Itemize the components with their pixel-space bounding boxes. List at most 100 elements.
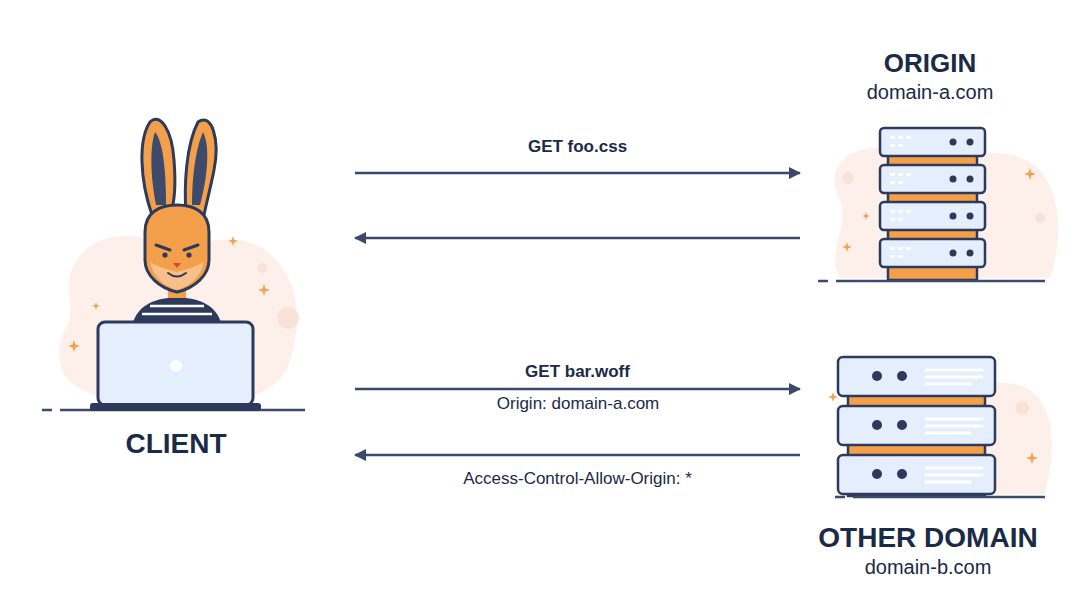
origin-server-part-part <box>898 247 903 250</box>
background-dot-part <box>277 307 299 329</box>
sparkle-part <box>92 302 100 310</box>
background-dot-part <box>1015 401 1029 415</box>
origin-server-part-part <box>906 136 911 139</box>
origin-server-part-part <box>906 210 911 213</box>
origin-server-part-part <box>950 139 957 146</box>
other-server <box>835 357 1045 497</box>
client-figure-part <box>173 263 181 268</box>
client-node: CLIENT <box>40 110 355 470</box>
response-arrow <box>355 454 800 457</box>
header-note: Origin: domain-a.com <box>494 394 663 414</box>
origin-server-part-part <box>890 210 895 213</box>
background-dot-part <box>842 172 854 184</box>
origin-server-part-part <box>890 181 895 184</box>
client-figure-part <box>168 273 186 277</box>
other-server-part-part <box>872 371 882 381</box>
sparkle-part <box>1024 168 1036 180</box>
response-arrow <box>355 237 800 240</box>
origin-server-part-part <box>898 181 903 184</box>
sparkle-part <box>68 340 80 352</box>
sparkle-part <box>842 242 852 252</box>
other-server-part <box>926 370 982 482</box>
client-figure-part <box>142 119 175 215</box>
client-figure-part <box>142 313 212 316</box>
origin-server-part-part <box>967 139 974 146</box>
sparkle-part <box>258 284 270 296</box>
other-server-part-part <box>872 420 882 430</box>
sparkle-part <box>1026 452 1038 464</box>
origin-server-part-part <box>890 144 895 147</box>
origin-server-part-part <box>898 136 903 139</box>
server-node: ORIGINdomain-a.com <box>800 45 1060 285</box>
origin-server-part <box>818 280 1045 283</box>
origin-server-part-part <box>906 173 911 176</box>
origin-server-part-part <box>898 144 903 147</box>
background-blob-part <box>835 147 1059 278</box>
other-server-part <box>872 371 907 479</box>
origin-server-part <box>880 165 985 193</box>
node-title: ORIGIN <box>884 48 976 79</box>
origin-server-part-part <box>898 173 903 176</box>
client-figure-part <box>150 305 204 308</box>
client-figure-part <box>98 322 253 405</box>
client-figure-part <box>145 205 209 292</box>
client-figure-part <box>170 360 182 372</box>
client-figure-part <box>185 120 216 215</box>
client-figure-part <box>162 252 167 257</box>
request-arrow <box>355 388 800 391</box>
origin-server-part-part <box>898 210 903 213</box>
origin-server-part-part <box>890 136 895 139</box>
origin-server-part <box>880 128 985 156</box>
background-dot-part <box>257 263 267 273</box>
origin-server-part <box>950 139 974 257</box>
node-title: OTHER DOMAIN <box>818 521 1037 555</box>
server-node: OTHER DOMAINdomain-b.com <box>800 350 1056 590</box>
client-figure-part <box>150 262 204 290</box>
client-figure-part <box>192 132 207 205</box>
client-figure-part <box>156 245 198 250</box>
domain-name: domain-a.com <box>867 80 994 104</box>
domain-name: domain-b.com <box>865 555 992 579</box>
other-server-part-part <box>872 469 882 479</box>
edge-label: GET bar.woff <box>522 362 633 382</box>
origin-server <box>818 128 1045 281</box>
other-server-part-part <box>897 371 907 381</box>
origin-server-part-part <box>906 247 911 250</box>
origin-server-part-part <box>890 255 895 258</box>
sparkle <box>68 168 1038 464</box>
client-figure <box>42 119 305 411</box>
origin-server-part-part <box>967 213 974 220</box>
origin-server-part-part <box>898 255 903 258</box>
background-dot <box>257 172 1045 415</box>
origin-server-part-part <box>950 250 957 257</box>
client-figure-part <box>186 252 191 257</box>
request-arrow <box>355 172 800 175</box>
origin-server-part <box>880 202 985 230</box>
origin-server-part-part <box>967 176 974 183</box>
other-server-part <box>835 496 1045 499</box>
edge-label: GET foo.css <box>525 137 630 157</box>
origin-server-part-part <box>898 218 903 221</box>
origin-server-part <box>880 239 985 267</box>
sparkle-part <box>862 212 870 220</box>
sparkle-part <box>828 392 838 402</box>
origin-server-part-part <box>890 218 895 221</box>
client-figure-part <box>90 403 261 411</box>
background-dot-part <box>1035 213 1045 223</box>
origin-server-part-part <box>950 176 957 183</box>
origin-server-part-part <box>890 247 895 250</box>
other-server-part-part <box>897 420 907 430</box>
other-server-part-part <box>897 469 907 479</box>
origin-server-part-part <box>967 250 974 257</box>
origin-server-part <box>890 136 911 258</box>
sparkle-part <box>228 236 238 246</box>
origin-server-part-part <box>950 213 957 220</box>
origin-server-part-part <box>890 173 895 176</box>
edge-label: Access-Control-Allow-Origin: * <box>460 469 695 489</box>
